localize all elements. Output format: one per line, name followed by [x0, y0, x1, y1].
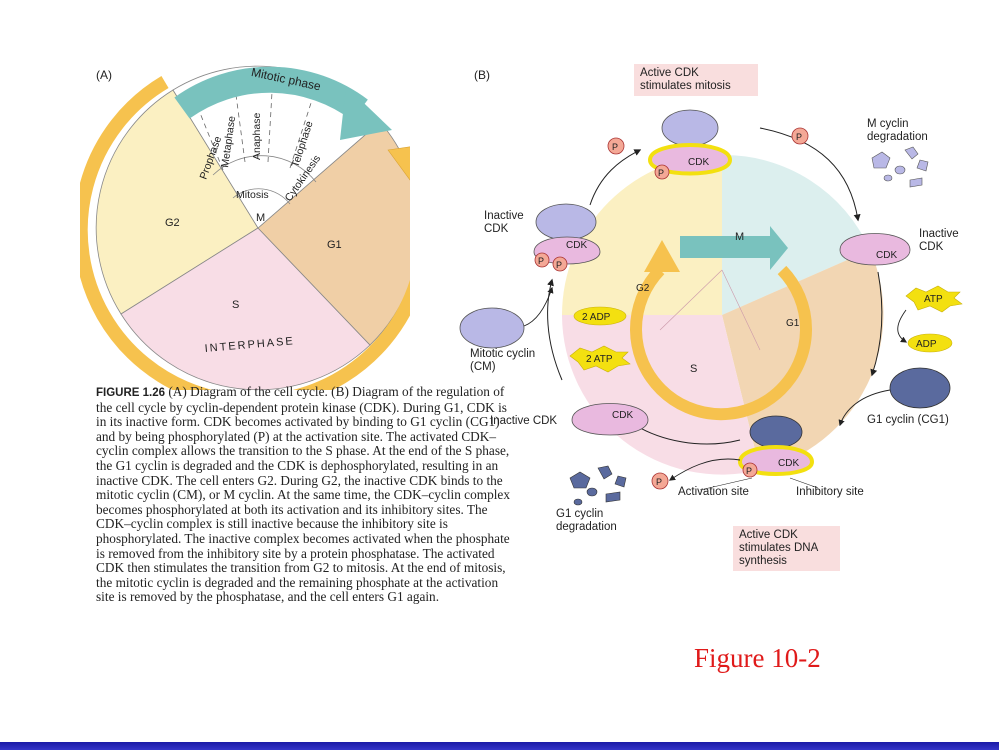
g2-sector	[95, 89, 259, 315]
g1-sector	[257, 121, 410, 346]
activation-site-pointer	[699, 477, 753, 491]
m-label: M	[256, 212, 265, 224]
panel-b-letter: (B)	[474, 68, 490, 82]
two-atp-burst	[569, 345, 631, 373]
bg-g2-quadrant	[562, 155, 722, 315]
g1-label: G1	[327, 239, 342, 251]
g1-cyclin-shape	[889, 367, 951, 409]
inner-divider-2	[659, 269, 723, 331]
cdk-label-right: CDK	[876, 250, 897, 261]
active-cdk-mitosis-box: Active CDK stimulates mitosis	[634, 64, 758, 96]
atp-adp-arrow	[897, 309, 908, 343]
inner-g1-label: G1	[786, 318, 800, 329]
interphase-arrow	[80, 75, 410, 390]
m-cyclin-fragments	[871, 146, 929, 188]
inner-divider-1	[721, 269, 761, 351]
cdk-label-bottom-active: CDK	[778, 458, 799, 469]
mitotic-cyclin-label: Mitotic cyclin (CM)	[470, 348, 536, 373]
g1-cyclin-label: G1 cyclin (CG1)	[867, 414, 949, 426]
phosphate-bottom-center: P	[742, 462, 758, 478]
mitotic-phase-arrow	[174, 66, 368, 121]
bg-m-quadrant	[722, 154, 870, 315]
m-ring	[232, 188, 291, 205]
inner-m-arrow	[680, 226, 788, 270]
svg-text:P: P	[658, 168, 664, 178]
two-adp-oval	[573, 306, 627, 326]
inner-cycle-arrowhead	[644, 240, 680, 272]
g1-cyclin-degradation-label: G1 cyclin degradation	[556, 508, 617, 533]
adp-label-right: ADP	[916, 339, 937, 350]
anaphase-label: Anaphase	[251, 113, 263, 160]
inactive-cdk-left-complex: CDK	[533, 203, 601, 265]
figure-caption: FIGURE 1.26 (A) Diagram of the cell cycl…	[96, 384, 516, 605]
activation-site-label: Activation site	[678, 486, 749, 498]
inner-s-label: S	[690, 363, 697, 375]
g1-degradation-arrow	[668, 458, 741, 481]
s-label: S	[232, 299, 239, 311]
inhibitory-site-pointer	[789, 477, 819, 489]
phosphate-left-1: P	[534, 252, 550, 268]
inhibitory-site-label: Inhibitory site	[796, 486, 864, 498]
mitotic-cyclin-arrow	[523, 286, 554, 327]
phosphate-top-right: P	[791, 127, 809, 145]
interphase-arrowhead	[387, 146, 410, 181]
svg-text:P: P	[612, 142, 618, 152]
caption-label: FIGURE 1.26	[96, 387, 166, 399]
phosphate-left-2: P	[552, 256, 568, 272]
svg-text:P: P	[796, 132, 802, 142]
phosphate-top-center: P	[654, 164, 670, 180]
cdk-label-left: CDK	[566, 240, 587, 251]
phosphate-bottom-left: P	[651, 472, 669, 490]
active-cdk-top: CDK	[647, 109, 733, 176]
inactive-cdk-left-label: Inactive CDK	[484, 210, 524, 235]
mitotic-cyclin-shape	[459, 307, 525, 349]
mitotic-phase-arrowhead	[340, 86, 392, 140]
cell-cycle-diagram: Mitotic phase Prophase Metaphase Anaphas…	[80, 65, 410, 390]
atp-burst-right	[905, 285, 963, 313]
m-cyclin-degradation-label: M cyclin degradation	[867, 118, 928, 143]
cdk-regulation-diagram: M G2 G1 S CDK P P P CDK ATP ADP	[459, 109, 963, 506]
caption-text: (A) Diagram of the cell cycle. (B) Diagr…	[96, 384, 510, 605]
mitosis-label: Mitosis	[236, 189, 269, 201]
inactive-cdk-bottom-label: Inactive CDK	[490, 415, 558, 427]
inactive-cdk-right: CDK	[839, 233, 911, 266]
mitosis-ring	[212, 155, 317, 183]
phase-dividers	[197, 91, 313, 171]
svg-text:P: P	[746, 466, 752, 476]
active-cdk-dna-box: Active CDK stimulates DNA synthesis	[733, 526, 840, 571]
two-atp-label: 2 ATP	[586, 354, 613, 365]
svg-text:P: P	[538, 256, 544, 266]
g1-cyclin-arrow	[838, 389, 891, 427]
cycle-arc-top-left	[589, 149, 642, 206]
figure-number: Figure 10-2	[694, 643, 821, 673]
inner-g2-label: G2	[636, 283, 650, 294]
panel-a-letter: (A)	[96, 68, 112, 82]
svg-text:P: P	[656, 477, 662, 487]
cdk-label-top: CDK	[688, 157, 709, 168]
inner-cycle-arrow	[630, 265, 812, 421]
g2-label: G2	[165, 217, 180, 229]
cycle-arc-top-right	[759, 127, 861, 222]
inner-m-label: M	[735, 231, 744, 243]
inactive-cdk-right-label: Inactive CDK	[919, 228, 959, 253]
inactive-cdk-bottom: CDK	[571, 403, 649, 436]
cycle-arc-right	[870, 271, 883, 377]
adp-oval-right	[907, 333, 953, 353]
phosphate-top-left: P	[607, 137, 625, 155]
bottom-bar	[0, 742, 999, 750]
g1-cyclin-fragments	[569, 465, 627, 506]
two-adp-label: 2 ADP	[582, 312, 611, 323]
cdk-label-bottom-inactive: CDK	[612, 410, 633, 421]
atp-label-right: ATP	[924, 294, 943, 305]
cycle-arc-bottom	[633, 424, 741, 445]
svg-text:P: P	[556, 260, 562, 270]
s-sector	[120, 227, 371, 390]
